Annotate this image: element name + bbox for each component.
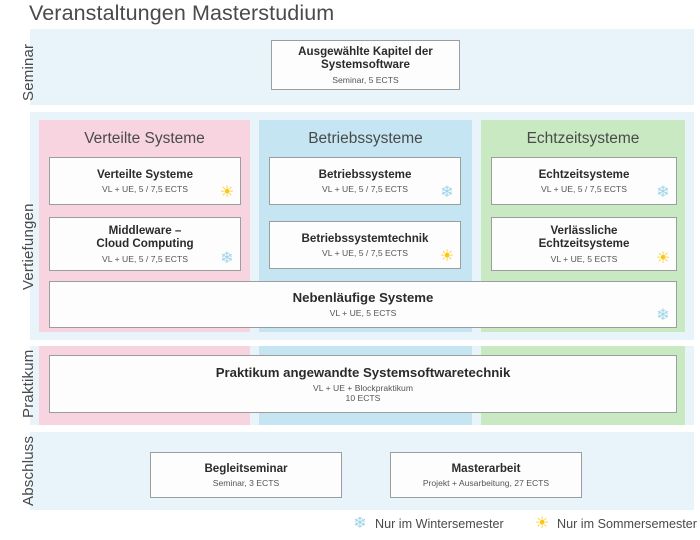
course-title: Verlässliche Echtzeitsysteme: [538, 224, 630, 251]
course-title: Nebenläufige Systeme: [292, 290, 434, 306]
course-box-nebenlaeufige-systeme[interactable]: Nebenläufige Systeme VL + UE, 5 ECTS ❄: [49, 281, 677, 328]
snowflake-icon: ❄: [220, 250, 234, 267]
course-box-betriebssystemtechnik[interactable]: Betriebssystemtechnik VL + UE, 5 / 7,5 E…: [269, 221, 461, 269]
course-subtitle: VL + UE, 5 / 7,5 ECTS: [541, 183, 627, 194]
snowflake-icon: ❄: [656, 184, 670, 201]
sun-icon: ☀: [439, 248, 455, 265]
course-title: Betriebssystemtechnik: [301, 231, 429, 245]
course-title: Masterarbeit: [451, 461, 521, 475]
legend-label: Nur im Sommersemester: [557, 517, 697, 531]
course-title: Praktikum angewandte Systemsoftwaretechn…: [215, 364, 511, 380]
course-subtitle: Projekt + Ausarbeitung, 27 ECTS: [422, 477, 550, 488]
course-subtitle: VL + UE, 5 / 7,5 ECTS: [322, 247, 408, 258]
course-title: Middleware – Cloud Computing: [96, 224, 194, 251]
course-box-middleware-cloud-computing[interactable]: Middleware – Cloud Computing VL + UE, 5 …: [49, 217, 241, 271]
page-title: Veranstaltungen Masterstudium: [29, 1, 335, 25]
course-title: Begleitseminar: [204, 461, 288, 475]
course-box-verlaessliche-echtzeitsysteme[interactable]: Verlässliche Echtzeitsysteme VL + UE, 5 …: [491, 217, 677, 271]
course-box-begleitseminar[interactable]: Begleitseminar Seminar, 3 ECTS: [150, 452, 342, 498]
course-title: Ausgewählte Kapitel der Systemsoftware: [298, 45, 433, 72]
column-heading-echtzeitsysteme: Echtzeitsysteme: [526, 130, 640, 147]
course-box-praktikum-angewandte-systemsoftwaretechnik[interactable]: Praktikum angewandte Systemsoftwaretechn…: [49, 355, 677, 413]
column-heading-betriebssysteme: Betriebssysteme: [308, 130, 423, 147]
course-subtitle: VL + UE, 5 / 7,5 ECTS: [322, 183, 408, 194]
course-title: Verteilte Systeme: [96, 167, 194, 181]
sun-icon: ☀: [655, 250, 671, 267]
course-subtitle: VL + UE, 5 ECTS: [550, 253, 618, 264]
category-label-seminar: Seminar: [20, 43, 37, 101]
legend-item-wintersemester: ❄ Nur im Wintersemester: [352, 515, 504, 532]
category-label-praktikum: Praktikum: [20, 349, 37, 418]
course-subtitle: VL + UE + Blockpraktikum 10 ECTS: [313, 382, 413, 403]
course-subtitle: VL + UE, 5 / 7,5 ECTS: [102, 253, 188, 264]
legend-item-sommersemester: ☀ Nur im Sommersemester: [534, 516, 697, 532]
course-box-betriebssysteme[interactable]: Betriebssysteme VL + UE, 5 / 7,5 ECTS ❄: [269, 157, 461, 205]
sun-icon: ☀: [534, 515, 550, 532]
column-heading-verteilte-systeme: Verteilte Systeme: [84, 130, 205, 147]
course-box-echtzeitsysteme[interactable]: Echtzeitsysteme VL + UE, 5 / 7,5 ECTS ❄: [491, 157, 677, 205]
band-abschluss: [30, 432, 694, 510]
category-label-abschluss: Abschluss: [20, 435, 37, 506]
course-title: Betriebssysteme: [318, 167, 412, 181]
course-box-masterarbeit[interactable]: Masterarbeit Projekt + Ausarbeitung, 27 …: [390, 452, 582, 498]
course-subtitle: VL + UE, 5 / 7,5 ECTS: [102, 183, 188, 194]
course-subtitle: VL + UE, 5 ECTS: [329, 308, 397, 319]
sun-icon: ☀: [219, 184, 235, 201]
snowflake-icon: ❄: [353, 515, 367, 532]
category-label-vertiefungen: Vertiefungen: [20, 203, 37, 290]
course-box-ausgewaehlte-kapitel[interactable]: Ausgewählte Kapitel der Systemsoftware S…: [271, 40, 460, 90]
legend-label: Nur im Wintersemester: [375, 517, 504, 531]
course-title: Echtzeitsysteme: [538, 167, 630, 181]
course-subtitle: Seminar, 3 ECTS: [212, 477, 280, 488]
snowflake-icon: ❄: [656, 307, 670, 324]
course-subtitle: Seminar, 5 ECTS: [332, 74, 399, 85]
course-box-verteilte-systeme[interactable]: Verteilte Systeme VL + UE, 5 / 7,5 ECTS …: [49, 157, 241, 205]
snowflake-icon: ❄: [440, 184, 454, 201]
